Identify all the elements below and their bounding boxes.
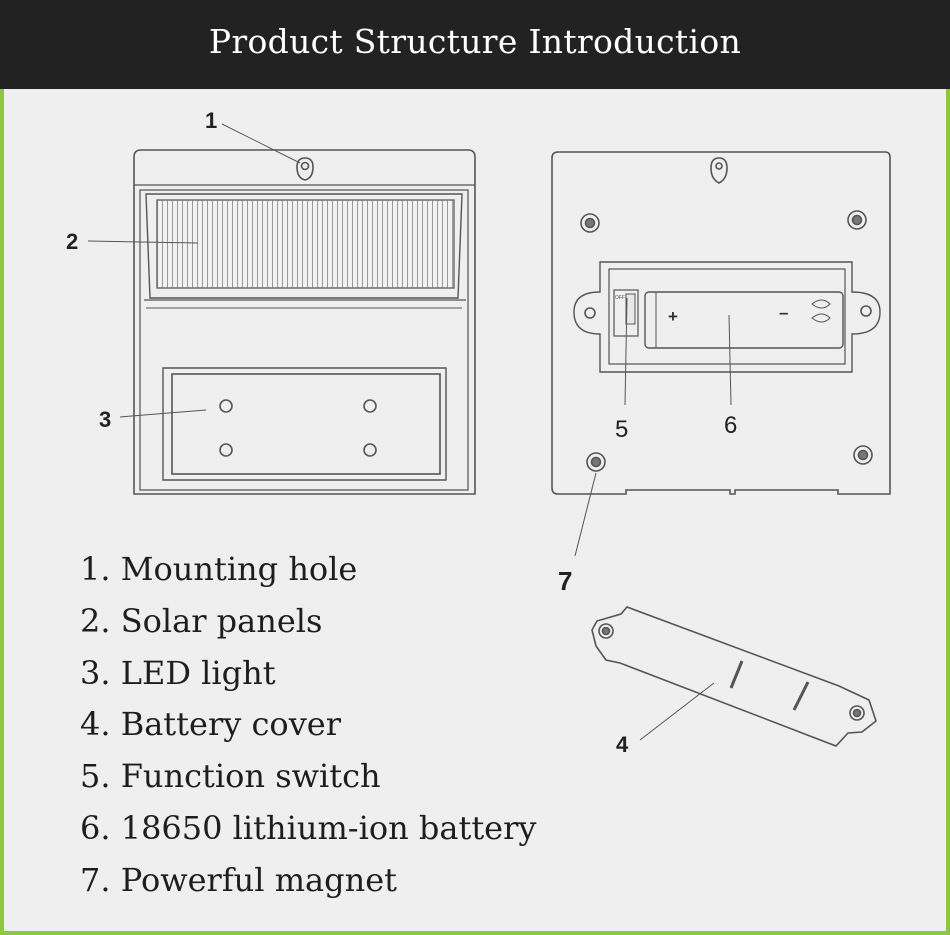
- legend-item: 4. Battery cover: [80, 705, 341, 744]
- legend-item: 7. Powerful magnet: [80, 860, 397, 899]
- back-leader-lines: [574, 297, 732, 557]
- legend-item: 2. Solar panels: [80, 601, 323, 640]
- back-body-outline: [551, 151, 891, 495]
- legend-item: 6. 18650 lithium-ion battery: [80, 808, 537, 847]
- callout-6: 6: [724, 412, 737, 439]
- callout-5: 5: [615, 416, 628, 443]
- solar-panel: [156, 199, 455, 289]
- battery-plus-label: +: [668, 307, 678, 326]
- page-title: Product Structure Introduction: [208, 22, 742, 61]
- legend-item: 5. Function switch: [80, 757, 381, 796]
- led-icon: [219, 399, 233, 413]
- battery-compartment: [573, 261, 881, 373]
- callout-1: 1: [205, 108, 217, 133]
- led-icon: [219, 443, 233, 457]
- battery-minus-label: –: [779, 303, 788, 322]
- callout-3: 3: [99, 407, 111, 432]
- cover-leader-line: [639, 682, 715, 741]
- battery-18650: [644, 291, 844, 349]
- back-view: [551, 151, 891, 495]
- header-bar: Product Structure Introduction: [0, 0, 950, 89]
- led-icon: [363, 399, 377, 413]
- mounting-hole-icon: [296, 157, 314, 181]
- screw-icon: [853, 445, 873, 465]
- cover-screw-icon: [849, 705, 865, 721]
- front-view: [133, 149, 476, 495]
- legend-item: 1. Mounting hole: [80, 550, 358, 588]
- battery-cover: [591, 606, 877, 747]
- screw-icon: [580, 213, 600, 233]
- cover-screw-icon: [598, 623, 614, 639]
- callout-7: 7: [558, 566, 572, 596]
- screw-icon: [847, 210, 867, 230]
- led-icon: [363, 443, 377, 457]
- switch-off-label: OFF: [615, 295, 625, 301]
- parts-legend: 1. Mounting hole 2. Solar panels 3. LED …: [80, 543, 536, 906]
- magnet-screw-icon: [586, 452, 606, 472]
- front-leader-lines: [87, 123, 301, 418]
- back-mounting-hole-icon: [710, 157, 728, 184]
- led-window: [171, 373, 441, 475]
- callout-2: 2: [66, 229, 78, 254]
- callout-4: 4: [616, 732, 629, 757]
- front-body-outline: [133, 149, 476, 495]
- legend-item: 3. LED light: [80, 653, 276, 692]
